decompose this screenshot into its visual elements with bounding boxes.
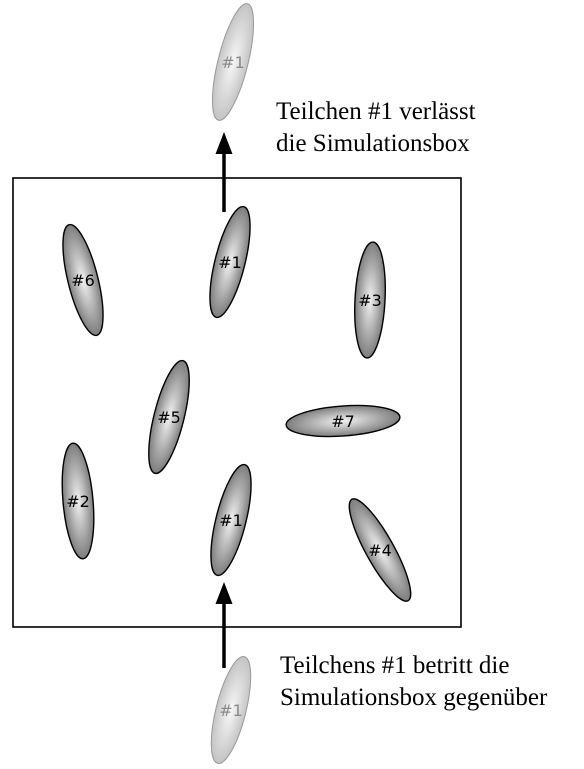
enter-caption-line1: Teilchens #1 betritt die (280, 650, 547, 682)
exit-caption-line1: Teilchen #1 verlässt (276, 96, 476, 128)
enter-arrow (216, 582, 233, 668)
particle-p1-bottom: #1 (203, 461, 260, 579)
particle-label: #1 (219, 701, 243, 720)
particle-p7: #7 (285, 402, 401, 440)
particle-p3: #3 (352, 241, 388, 358)
particle-label: #1 (221, 53, 245, 72)
ghost-particle-ghost-bottom: #1 (203, 653, 259, 764)
particle-label: #4 (368, 541, 392, 560)
ghost-particle-ghost-top: #1 (204, 0, 262, 124)
exit-caption: Teilchen #1 verlässt die Simulationsbox (276, 96, 476, 160)
particle-label: #5 (157, 408, 181, 427)
particle-label: #2 (66, 492, 90, 511)
particle-label: #1 (218, 253, 242, 272)
enter-caption-line2: Simulationsbox gegenüber (280, 682, 547, 714)
particle-p4: #4 (340, 492, 421, 607)
exit-caption-line2: die Simulationsbox (276, 128, 476, 160)
particle-p6: #6 (55, 221, 112, 339)
enter-caption: Teilchens #1 betritt die Simulationsbox … (280, 650, 547, 714)
particle-p1-top: #1 (202, 203, 259, 321)
particle-label: #7 (331, 412, 355, 431)
exit-arrow (216, 132, 233, 212)
particle-label: #6 (71, 271, 95, 290)
particle-label: #3 (358, 291, 382, 310)
particle-p2: #2 (58, 442, 98, 560)
particle-p5: #5 (140, 357, 197, 477)
particle-label: #1 (219, 511, 243, 530)
